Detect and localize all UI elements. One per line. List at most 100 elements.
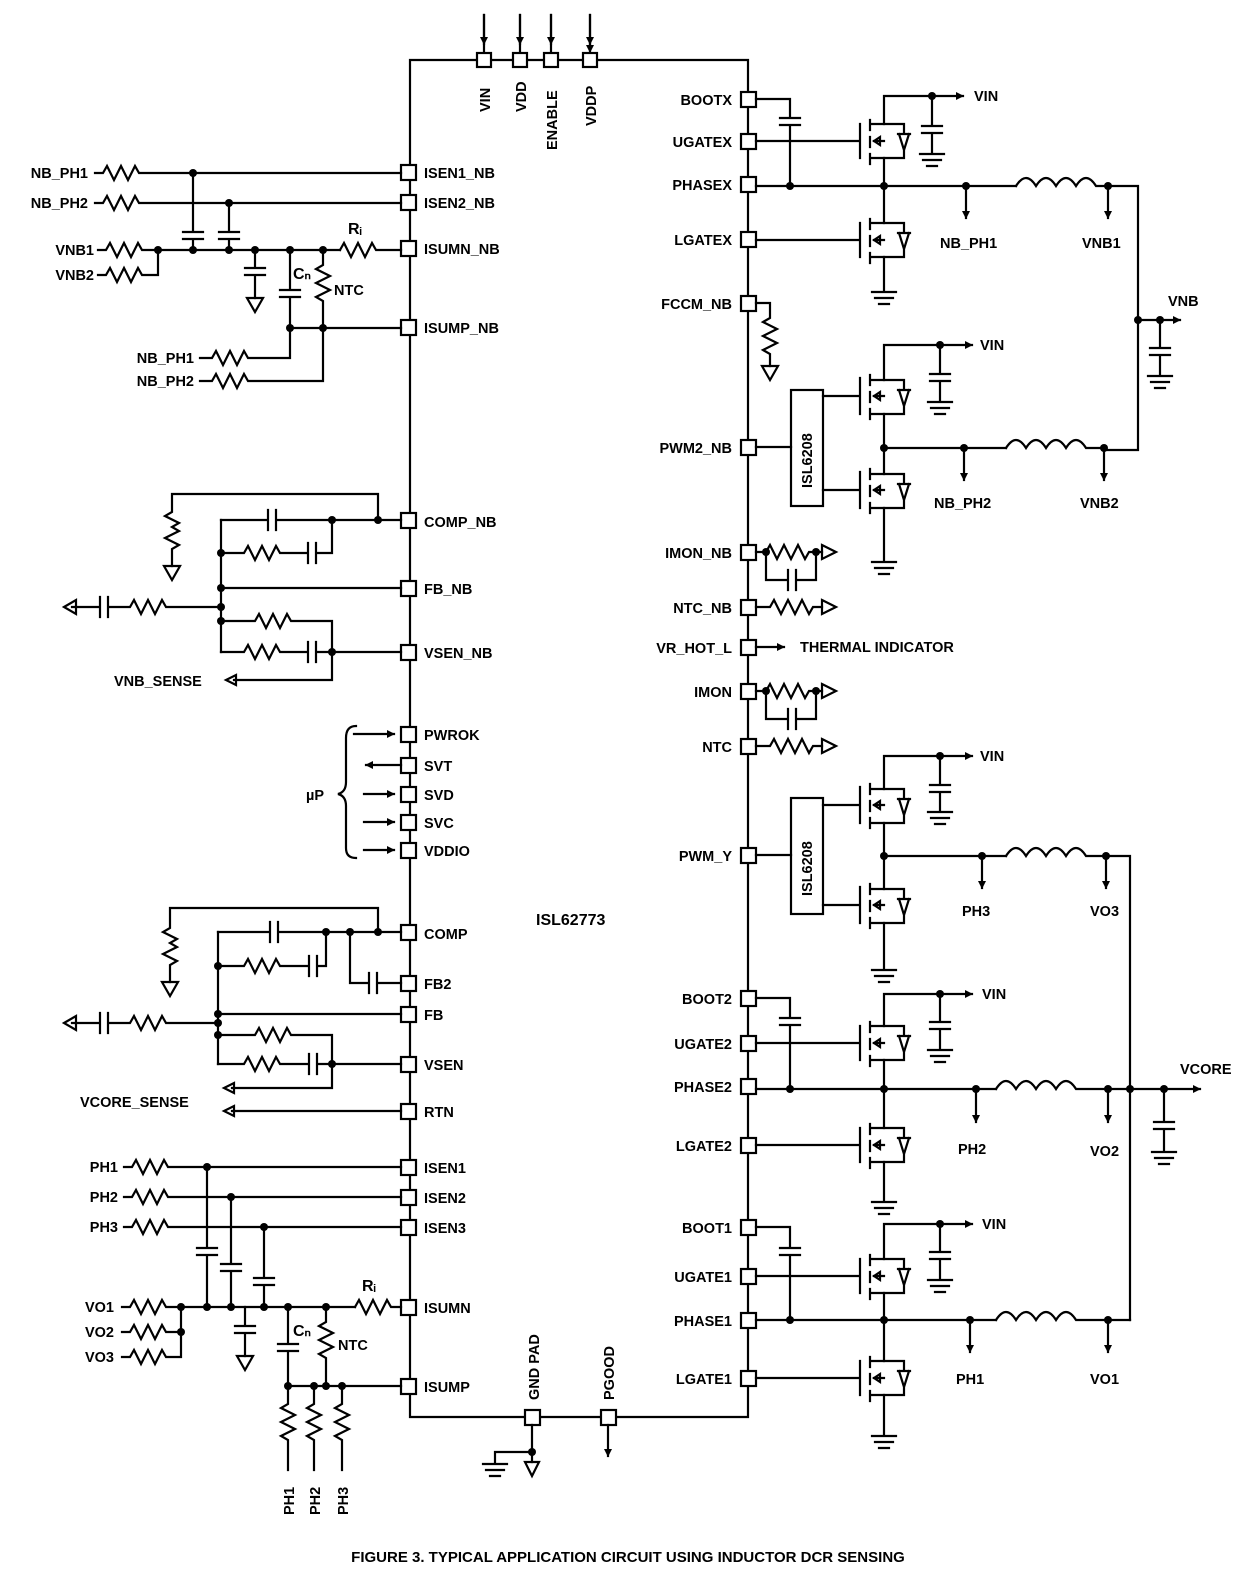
label-nb-ph2-lower: NB_PH2 (137, 374, 194, 390)
label-vo1-right: VO1 (1090, 1372, 1119, 1388)
svid-interface (337, 724, 403, 860)
label-vnb1-right: VNB1 (1082, 236, 1121, 252)
label-vo2-right: VO2 (1090, 1144, 1119, 1160)
label-vin-2: VIN (980, 338, 1004, 354)
left-pin-boxes (399, 163, 418, 1396)
label-vnb1: VNB1 (55, 243, 94, 259)
pin-enable: ENABLE (545, 90, 561, 150)
pin-fb: FB (424, 1008, 443, 1024)
label-ri-nb: Rᵢ (348, 221, 362, 238)
monitor-pins (754, 542, 839, 756)
pin-isumn: ISUMN (424, 1301, 471, 1317)
pin-vddio: VDDIO (424, 844, 470, 860)
pin-boot2: BOOT2 (682, 992, 732, 1008)
pin-boot1: BOOT1 (682, 1221, 732, 1237)
pin-vin: VIN (478, 88, 494, 112)
pin-gnd-pad: GND PAD (527, 1334, 543, 1400)
pin-svd: SVD (424, 788, 454, 804)
pin-svt: SVT (424, 759, 452, 775)
pin-isen2: ISEN2 (424, 1191, 466, 1207)
label-vin-5: VIN (982, 1217, 1006, 1233)
label-ntc-nb: NTC (334, 283, 364, 299)
core-phase2-power-stage (754, 990, 1202, 1216)
label-ph2: PH2 (90, 1190, 118, 1206)
pin-imon-nb: IMON_NB (665, 546, 732, 562)
label-ph3: PH3 (90, 1220, 118, 1236)
pin-pwm2-nb: PWM2_NB (659, 441, 732, 457)
nb-phase2-power-stage (754, 341, 1108, 576)
label-vo3: VO3 (85, 1350, 114, 1366)
pin-isen2-nb: ISEN2_NB (424, 196, 495, 212)
pin-phase1: PHASE1 (674, 1314, 732, 1330)
label-vnb2-right: VNB2 (1080, 496, 1119, 512)
chip-name: ISL62773 (536, 912, 605, 929)
label-vo3-right: VO3 (1090, 904, 1119, 920)
nb-phase1-power-stage (754, 92, 1140, 452)
pin-fb2: FB2 (424, 977, 451, 993)
label-cn: Cₙ (293, 1323, 311, 1340)
nb-current-sense-network (93, 163, 403, 391)
pin-pwm-y: PWM_Y (679, 849, 733, 865)
core-phase3-power-stage (754, 752, 1132, 1322)
label-vnb2: VNB2 (55, 268, 94, 284)
label-ph1: PH1 (90, 1160, 118, 1176)
label-nb-ph2-right: NB_PH2 (934, 496, 991, 512)
pin-vsen-nb: VSEN_NB (424, 646, 493, 662)
pin-lgate1: LGATE1 (676, 1372, 732, 1388)
label-ph2-bottom: PH2 (308, 1487, 324, 1515)
pin-isen3: ISEN3 (424, 1221, 466, 1237)
pin-lgate2: LGATE2 (676, 1139, 732, 1155)
fccm-pulldown (754, 301, 780, 383)
pin-comp-nb: COMP_NB (424, 515, 497, 531)
nb-compensation-network (61, 492, 403, 687)
label-ph1-bottom: PH1 (282, 1487, 298, 1515)
pin-svc: SVC (424, 816, 454, 832)
pin-isumn-nb: ISUMN_NB (424, 242, 500, 258)
vnb-output (1134, 316, 1182, 390)
pin-isump: ISUMP (424, 1380, 470, 1396)
pin-vsen: VSEN (424, 1058, 464, 1074)
pin-isen1: ISEN1 (424, 1161, 466, 1177)
pin-fccm-nb: FCCM_NB (661, 297, 732, 313)
label-ph2-right: PH2 (958, 1142, 986, 1158)
pin-ntc-nb: NTC_NB (673, 601, 732, 617)
label-thermal-indicator: THERMAL INDICATOR (800, 640, 954, 656)
pin-comp: COMP (424, 927, 468, 943)
label-cn-nb: Cₙ (293, 266, 311, 283)
core-phase1-power-stage (754, 1220, 1132, 1450)
pin-pwrok: PWROK (424, 728, 480, 744)
label-ri: Rᵢ (362, 1278, 376, 1295)
core-compensation-network (61, 906, 403, 1118)
label-vin-1: VIN (974, 89, 998, 105)
label-nb-ph1: NB_PH1 (31, 166, 88, 182)
label-vin-3: VIN (980, 749, 1004, 765)
label-vnb-sense: VNB_SENSE (114, 674, 202, 690)
pin-phasex: PHASEX (672, 178, 732, 194)
label-ph3-right: PH3 (962, 904, 990, 920)
label-nb-ph1-lower: NB_PH1 (137, 351, 194, 367)
pin-isump-nb: ISUMP_NB (424, 321, 499, 337)
pin-vddp: VDDP (584, 85, 600, 126)
pin-rtn: RTN (424, 1105, 454, 1121)
label-vo2: VO2 (85, 1325, 114, 1341)
bottom-pins (481, 1408, 618, 1479)
pin-isen1-nb: ISEN1_NB (424, 166, 495, 182)
label-ph3-bottom: PH3 (336, 1487, 352, 1515)
pin-phase2: PHASE2 (674, 1080, 732, 1096)
pin-vdd: VDD (514, 81, 530, 112)
driver-isl6208-upper: ISL6208 (800, 433, 816, 488)
top-pins (475, 13, 599, 69)
pin-ugate1: UGATE1 (674, 1270, 732, 1286)
label-ph1-right: PH1 (956, 1372, 984, 1388)
label-vin-4: VIN (982, 987, 1006, 1003)
pin-pgood: PGOOD (602, 1346, 618, 1400)
pin-ugatex: UGATEX (673, 135, 733, 151)
pin-ugate2: UGATE2 (674, 1037, 732, 1053)
label-vcore-sense: VCORE_SENSE (80, 1095, 189, 1111)
pin-vr-hot-l: VR_HOT_L (656, 641, 732, 657)
chip-outline (408, 58, 750, 1419)
pin-fb-nb: FB_NB (424, 582, 472, 598)
label-nb-ph2: NB_PH2 (31, 196, 88, 212)
pin-imon: IMON (694, 685, 732, 701)
